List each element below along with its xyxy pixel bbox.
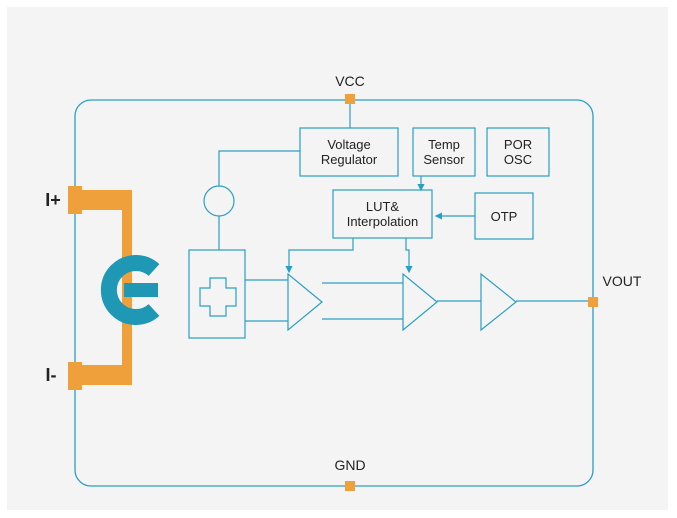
output-buffer — [480, 272, 517, 332]
current-source-symbol — [203, 185, 235, 217]
gnd-pin — [345, 481, 355, 491]
vout-pin — [588, 297, 598, 307]
por-osc-box — [486, 127, 550, 177]
temp-sensor-box — [412, 127, 476, 177]
voltage-regulator-label: Voltage Regulator — [300, 128, 398, 176]
voltage-regulator-line-1: Voltage — [327, 137, 371, 152]
chip-outline — [74, 99, 594, 487]
otp-box — [474, 192, 534, 240]
gnd-label: GND — [334, 457, 366, 473]
hall-plate-icon — [199, 277, 237, 317]
temp-sensor-line-1: Temp — [428, 137, 460, 152]
lut-label: LUT& Interpolation — [333, 190, 432, 238]
voltage-regulator-line-2: Regulator — [320, 152, 378, 167]
lut-line-1: LUT& — [365, 199, 400, 214]
osc-line: OSC — [503, 152, 533, 167]
otp-text: OTP — [490, 208, 518, 224]
otp-label: OTP — [475, 193, 533, 239]
vcc-pin — [345, 94, 355, 104]
voltage-regulator-box — [299, 127, 399, 177]
wiring — [218, 104, 588, 322]
vcc-label: VCC — [335, 73, 365, 89]
vout-label: VOUT — [602, 273, 642, 289]
im-label: I- — [45, 365, 57, 385]
ip-label: I+ — [45, 190, 61, 210]
temp-sensor-line-2: Sensor — [423, 152, 465, 167]
lut-line-2: Interpolation — [346, 214, 419, 229]
por-osc-label: POR OSC — [487, 128, 549, 176]
temp-sensor-label: Temp Sensor — [413, 128, 475, 176]
amplifier-1 — [287, 272, 323, 332]
diagram-panel — [7, 7, 668, 510]
current-path — [68, 186, 132, 390]
current-sensor-core-icon — [100, 255, 160, 325]
por-line: POR — [503, 137, 533, 152]
amplifier-2 — [402, 272, 438, 332]
hall-element-box — [188, 249, 246, 339]
lut-box — [332, 189, 433, 239]
